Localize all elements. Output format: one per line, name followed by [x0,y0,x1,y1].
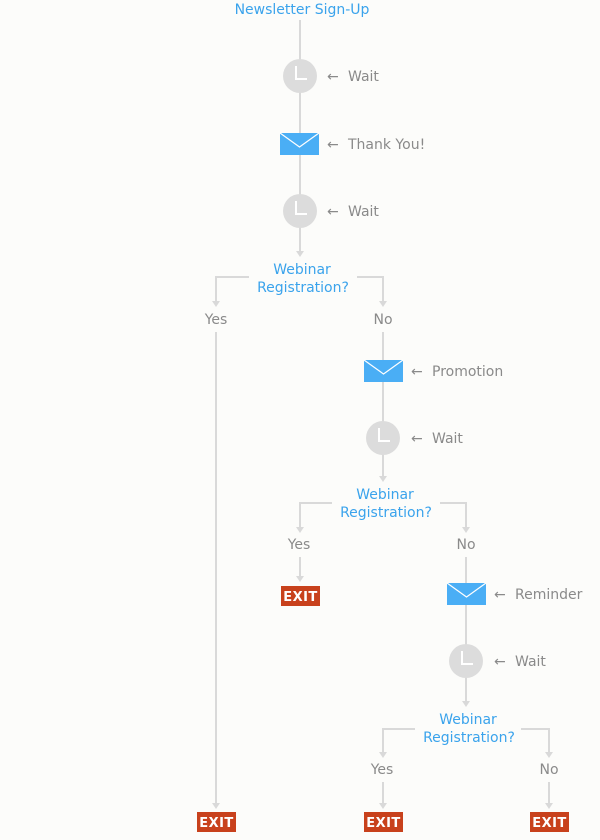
arrow-left-icon: ← [327,204,339,220]
connectors [215,20,550,804]
wait-step [366,421,400,455]
arrow-down-icon [379,752,387,758]
diagram-title: Newsletter Sign-Up [235,2,370,18]
branch-label-no: No [456,537,475,553]
question-line-1: Webinar [439,712,497,728]
email-label-reminder: Reminder [515,587,583,603]
decision-webinar-registration: Webinar Registration? [340,487,432,521]
arrow-down-icon [462,527,470,533]
wait-label: Wait [348,204,379,220]
arrow-down-icon [296,527,304,533]
arrow-left-icon: ← [411,364,423,380]
arrow-down-icon [379,476,387,482]
exit-badge: EXIT [197,812,236,832]
arrow-down-icon [545,803,553,809]
wait-step [283,59,317,93]
email-label-thank-you: Thank You! [347,137,425,153]
step-label-wait: ← Wait [327,204,379,220]
connector [521,728,550,753]
question-line-2: Registration? [423,730,515,746]
clock-icon [283,194,317,228]
envelope-icon [364,360,403,382]
exit-label: EXIT [366,816,401,831]
envelope-icon [280,133,319,155]
exit-label: EXIT [199,816,234,831]
clock-icon [366,421,400,455]
branch-label-yes: Yes [204,312,228,328]
exit-label: EXIT [532,816,567,831]
arrow-down-icon [379,803,387,809]
connector [299,502,332,528]
connector [440,502,467,528]
step-label-promotion: ← Promotion [411,364,503,380]
email-step [363,359,404,382]
branch-label-yes: Yes [287,537,311,553]
step-label-thank-you: ← Thank You! [327,137,425,153]
arrow-left-icon: ← [494,654,506,670]
arrow-left-icon: ← [327,137,339,153]
arrow-down-icon [545,752,553,758]
clock-icon [449,644,483,678]
connector [215,276,249,302]
arrow-left-icon: ← [411,431,423,447]
arrow-heads [212,251,553,809]
question-line-2: Registration? [340,505,432,521]
exit-badge: EXIT [364,812,403,832]
question-line-2: Registration? [257,280,349,296]
branch-label-no: No [373,312,392,328]
wait-step [449,644,483,678]
wait-step [283,194,317,228]
clock-icon [283,59,317,93]
exit-badge: EXIT [530,812,569,832]
arrow-down-icon [296,251,304,257]
email-step [279,132,320,155]
arrow-down-icon [296,576,304,582]
arrow-left-icon: ← [327,69,339,85]
exit-label: EXIT [283,590,318,605]
email-step [446,582,487,605]
arrow-down-icon [379,301,387,307]
email-label-promotion: Promotion [432,364,503,380]
step-label-wait: ← Wait [411,431,463,447]
wait-label: Wait [432,431,463,447]
branch-label-no: No [539,762,558,778]
envelope-icon [447,583,486,605]
arrow-left-icon: ← [494,587,506,603]
question-line-1: Webinar [356,487,414,503]
step-label-wait: ← Wait [327,69,379,85]
exit-badge: EXIT [281,586,320,606]
wait-label: Wait [348,69,379,85]
decision-webinar-registration: Webinar Registration? [257,262,349,296]
wait-label: Wait [515,654,546,670]
connector [357,276,384,302]
step-label-wait: ← Wait [494,654,546,670]
question-line-1: Webinar [273,262,331,278]
arrow-down-icon [212,803,220,809]
branch-label-yes: Yes [370,762,394,778]
connector [382,728,415,753]
decision-webinar-registration: Webinar Registration? [423,712,515,746]
arrow-down-icon [212,301,220,307]
step-label-reminder: ← Reminder [494,587,583,603]
arrow-down-icon [462,701,470,707]
